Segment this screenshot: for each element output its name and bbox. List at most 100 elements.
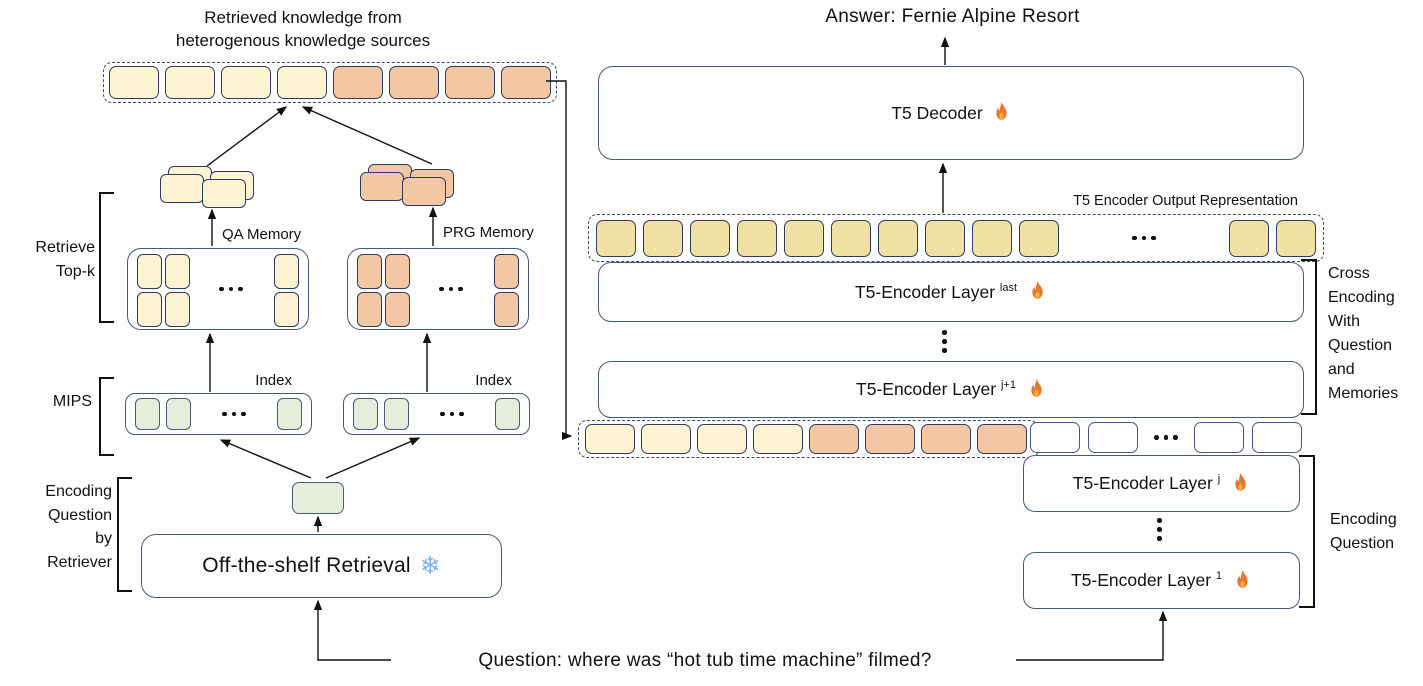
cream-token: [697, 424, 747, 454]
memory-token: [494, 253, 519, 289]
green-token: [495, 398, 520, 430]
ellipsis-dots: [1154, 435, 1178, 440]
memory-token: [494, 291, 519, 327]
t5-encoder-layer-j-label: T5-Encoder Layer j: [1072, 473, 1221, 493]
arrow-prg-stack-to-row: [301, 106, 433, 165]
prg-retrieved-cards: [360, 164, 454, 206]
memory-token-column: [494, 253, 519, 327]
bracket-encoding-question-left: [117, 477, 132, 592]
qa-retrieved-cards: [160, 166, 254, 208]
memory-token: [165, 291, 190, 327]
ellipsis-dots: [440, 411, 464, 417]
memory-token-column: [274, 253, 299, 327]
peach-token: [333, 66, 383, 99]
encoder-input-memory-token-row: [578, 420, 1039, 458]
peach-token: [389, 66, 439, 99]
retrieve-topk-label: Retrieve Top-k: [35, 239, 95, 280]
green-token: [135, 398, 160, 430]
tan-token: [1019, 219, 1059, 257]
prg-memory-label: PRG Memory: [443, 224, 534, 241]
t5-encoder-layer-last-label: T5-Encoder Layer last: [854, 281, 1018, 302]
cream-token: [165, 66, 215, 99]
memory-token: [357, 253, 382, 289]
cream-token: [277, 66, 327, 99]
fire-icon: [996, 101, 1007, 120]
tan-token: [784, 219, 824, 257]
retrieved-knowledge-title: Retrieved knowledge from heterogenous kn…: [175, 8, 431, 50]
t5-decoder-box: T5 Decoder: [598, 66, 1304, 160]
bracket-mips: [99, 377, 114, 456]
white-token: [1251, 422, 1302, 453]
ellipsis-dots: [222, 411, 246, 417]
memory-token-grid: [137, 253, 190, 327]
encoder-output-representation-label: T5 Encoder Output Representation: [1073, 193, 1298, 209]
encoder-input-question-token-row: [1030, 421, 1302, 454]
memory-token: [165, 253, 190, 289]
green-token: [353, 398, 378, 430]
encoder-output-token-row: [588, 214, 1324, 262]
tan-token: [596, 219, 636, 257]
tan-token: [925, 219, 965, 257]
t5-encoder-layer-last-box: T5-Encoder Layer last: [598, 262, 1304, 322]
fire-icon: [1031, 378, 1042, 397]
mips-label: MIPS: [52, 393, 92, 410]
cream-token: [753, 424, 803, 454]
peach-token: [501, 66, 551, 99]
cream-token: [641, 424, 691, 454]
white-token: [1030, 422, 1080, 453]
cross-encoding-label: Cross Encoding With Question and Memorie…: [1328, 265, 1399, 402]
question-text: Question: where was “hot tub time machin…: [478, 650, 932, 671]
tan-token: [878, 219, 918, 257]
arrow-retrieved-to-input-row: [546, 80, 573, 441]
question-encoder-ellipsis: [1157, 518, 1162, 541]
bracket-encoding-question-right: [1299, 455, 1315, 608]
memory-token-grid: [357, 253, 410, 327]
bracket-retrieve-topk: [99, 192, 114, 323]
index-label-left: Index: [255, 372, 292, 389]
prg-memory-box: [347, 248, 529, 330]
ellipsis-dots: [1132, 235, 1156, 241]
white-token: [1193, 422, 1244, 453]
ellipsis-dots: [439, 286, 463, 292]
qa-memory-label: QA Memory: [222, 226, 302, 243]
memory-token: [385, 253, 410, 289]
arrow-query-to-left-index: [219, 439, 312, 479]
peach-token: [977, 424, 1027, 454]
mips-index-box-right: [343, 393, 530, 435]
encoding-question-right-label: Encoding Question: [1330, 511, 1397, 552]
retrieval-box-label: Off-the-shelf Retrieval: [202, 554, 411, 577]
green-token: [166, 398, 191, 430]
question-embedding-token: [292, 482, 344, 514]
tan-token: [1276, 219, 1316, 257]
green-token: [384, 398, 409, 430]
t5-encoder-layer-j1-box: T5-Encoder Layer j+1: [598, 361, 1304, 418]
memory-token: [385, 291, 410, 327]
tan-token: [831, 219, 871, 257]
t5-encoder-layer-j-box: T5-Encoder Layer j: [1023, 455, 1300, 512]
retrieval-box: Off-the-shelf Retrieval ❄: [141, 534, 502, 598]
peach-token: [445, 66, 495, 99]
t5-decoder-label: T5 Decoder: [891, 102, 983, 123]
snowflake-icon: ❄: [419, 551, 441, 580]
qa-memory-box: [127, 248, 309, 330]
mips-index-box-left: [125, 393, 312, 435]
cream-token: [585, 424, 635, 454]
cream-token: [221, 66, 271, 99]
fire-icon: [1235, 472, 1246, 491]
memory-token: [137, 291, 162, 327]
ellipsis-dots: [219, 286, 243, 292]
encoder-stack-ellipsis: [942, 330, 947, 353]
encoding-question-by-retriever-label: Encoding Question by Retriever: [45, 483, 112, 571]
memory-token: [274, 291, 299, 327]
peach-token: [921, 424, 971, 454]
white-token: [1088, 422, 1138, 453]
fire-icon: [1237, 569, 1248, 588]
cream-token: [109, 66, 159, 99]
tan-token: [690, 219, 730, 257]
memory-token: [357, 291, 382, 327]
memory-token: [137, 253, 162, 289]
peach-token: [865, 424, 915, 454]
peach-token: [809, 424, 859, 454]
index-label-right: Index: [475, 372, 512, 389]
